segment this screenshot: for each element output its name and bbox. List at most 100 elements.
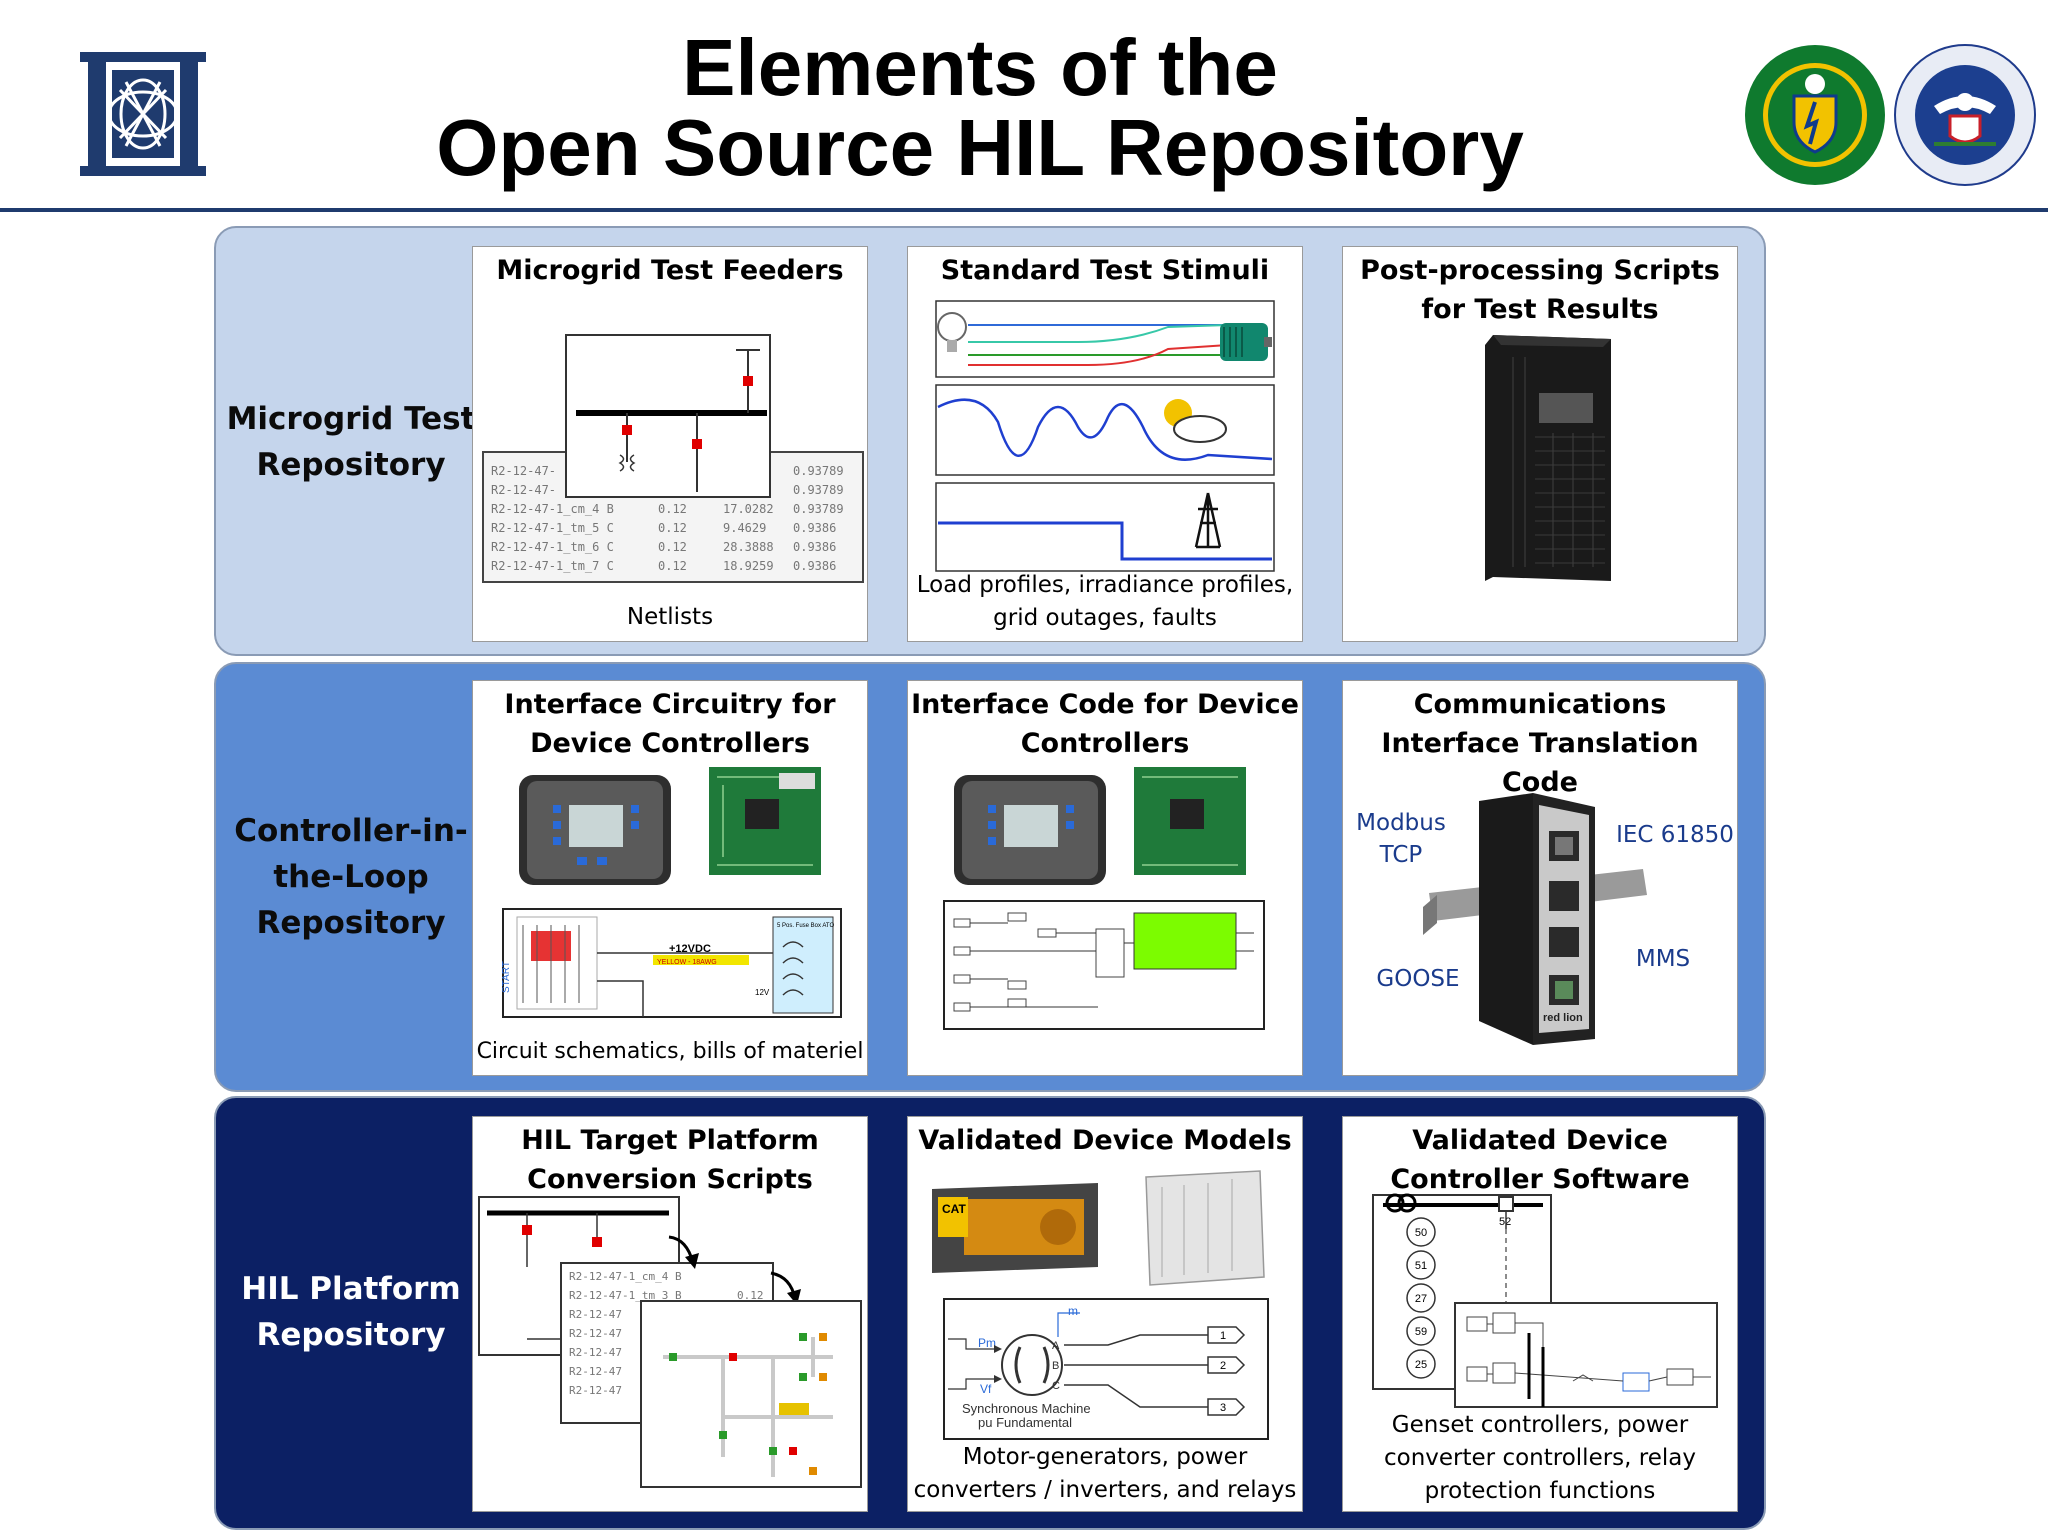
relay-protection-illustration: 52 50 51 27 59 25	[1372, 1193, 1718, 1408]
machine-output-m: m	[1068, 1304, 1078, 1318]
netlist-row-3-c3: 17.0282	[723, 502, 774, 516]
partly-cloudy-icon	[1164, 399, 1227, 443]
conv-netlist-row-2: R2-12-47-1_tm_3 B	[569, 1289, 682, 1302]
card-title: Communications Interface Translation Cod…	[1381, 689, 1699, 798]
card-caption: Netlists	[626, 604, 714, 630]
controller-and-simulink-illustration	[943, 767, 1265, 1030]
netlist-row-4: R2-12-47-1_tm_5 C	[491, 521, 614, 535]
netlist-row-6-c4: 0.9386	[793, 559, 836, 573]
hil-target-platform-card: R2-12-47-1_cm_4 B R2-12-47-1_tm_3 B R2-1…	[472, 1116, 868, 1512]
netlist-row-5: R2-12-47-1_tm_6 C	[491, 540, 614, 554]
inverter-cabinet-icon	[1145, 1170, 1265, 1286]
conversion-flow-illustration: R2-12-47-1_cm_4 B R2-12-47-1_tm_3 B R2-1…	[478, 1196, 862, 1488]
netlist-row-5-c3: 28.3888	[723, 540, 774, 554]
machine-port-1: 1	[1220, 1330, 1226, 1342]
netlist-row-6-c3: 18.9259	[723, 559, 774, 573]
conv-netlist-row-7: R2-12-47	[569, 1384, 622, 1397]
microgrid-test-repository-band: Microgrid Test Repository R2-12-47- 0.93…	[214, 226, 1766, 656]
device-brand-label: red lion	[1543, 1012, 1583, 1024]
validated-device-models-card: CAT Pm Vf m A B C 1 2	[907, 1116, 1303, 1512]
schematic-fuse-box-label: 5 Pos. Fuse Box ATO	[777, 923, 834, 929]
netlist-row-4-c4: 0.9386	[793, 521, 836, 535]
microgrid-test-feeders-card: R2-12-47- 0.93789 R2-12-47- 0.93789 R2-1…	[472, 246, 868, 642]
netlist-row-3: R2-12-47-1_cm_4 B	[491, 502, 614, 516]
circuit-board-icon	[709, 767, 821, 875]
communications-interface-card: red lion Communications Interface Transl…	[1342, 680, 1738, 1076]
netlist-row-5-c2: 0.12	[658, 540, 687, 554]
netlist-row-5-c4: 0.9386	[793, 540, 836, 554]
controller-and-schematic-illustration: START +12VDC YELLOW - 18AWG 5 Pos. Fuse …	[501, 767, 842, 1018]
netlist-row-3-c2: 0.12	[658, 502, 687, 516]
schematic-wire-label: YELLOW - 18AWG	[657, 959, 717, 966]
mms-label: MMS	[1635, 946, 1691, 972]
interface-code-card: Interface Code for Device Controllers	[907, 680, 1303, 1076]
machine-input-pm: Pm	[978, 1336, 996, 1350]
card-title: Standard Test Stimuli	[940, 255, 1270, 286]
card-title: Post-processing Scripts for Test Results	[1360, 255, 1720, 325]
card-caption: Genset controllers, power converter cont…	[1384, 1412, 1696, 1504]
band-label: Microgrid Test Repository	[226, 401, 476, 483]
department-of-energy-seal-icon	[1745, 45, 1885, 185]
netlist-row-1: R2-12-47-	[491, 464, 556, 478]
relay-code-59: 59	[1415, 1326, 1427, 1338]
netlist-row-4-c3: 9.4629	[723, 521, 766, 535]
card-title: HIL Target Platform Conversion Scripts	[521, 1125, 819, 1195]
goose-label: GOOSE	[1376, 966, 1460, 992]
schematic-supply-label: 12V	[755, 988, 770, 997]
relay-code-50: 50	[1415, 1227, 1427, 1239]
breaker-code-label: 52	[1499, 1216, 1511, 1228]
conv-netlist-value: 0.12	[737, 1289, 764, 1302]
machine-phase-a: A	[1052, 1340, 1060, 1352]
conv-netlist-row-1: R2-12-47-1_cm_4 B	[569, 1270, 682, 1283]
circuit-board-icon	[1134, 767, 1246, 875]
controller-panel-icon	[954, 775, 1106, 885]
band-label: Controller-in-the-Loop Repository	[234, 813, 468, 941]
machine-phase-b: B	[1052, 1360, 1059, 1372]
modbus-tcp-label: Modbus TCP	[1356, 810, 1446, 868]
card-caption: Motor-generators, power converters / inv…	[913, 1444, 1297, 1503]
card-caption: Circuit schematics, bills of materiel	[476, 1039, 864, 1064]
relay-code-27: 27	[1415, 1293, 1427, 1305]
conv-netlist-row-5: R2-12-47	[569, 1346, 622, 1359]
controller-in-the-loop-repository-band: Controller-in-the-Loop Repository	[214, 662, 1766, 1092]
transmission-tower-icon	[1194, 492, 1222, 549]
card-title: Validated Device Controller Software	[1390, 1125, 1690, 1195]
page-title: Elements of the Open Source HIL Reposito…	[300, 28, 1660, 188]
interface-circuitry-card: START +12VDC YELLOW - 18AWG 5 Pos. Fuse …	[472, 680, 868, 1076]
netlist-row-6: R2-12-47-1_tm_7 C	[491, 559, 614, 573]
title-line-2: Open Source HIL Repository	[436, 103, 1524, 192]
machine-port-2: 2	[1220, 1360, 1226, 1372]
hil-platform-repository-band: HIL Platform Repository R2-12-47-1_cm_4 …	[214, 1096, 1766, 1530]
post-processing-scripts-card: Post-processing Scripts for Test Results	[1342, 246, 1738, 642]
machine-name-label: Synchronous Machine	[962, 1401, 1091, 1416]
controller-panel-icon	[519, 775, 671, 885]
mit-lincoln-lab-logo-icon	[80, 52, 206, 176]
title-line-1: Elements of the	[682, 23, 1278, 112]
schematic-start-label: START	[501, 961, 512, 993]
department-of-homeland-security-seal-icon	[1894, 44, 2036, 186]
card-title: Validated Device Models	[918, 1125, 1292, 1156]
card-caption: Load profiles, irradiance profiles, grid…	[916, 572, 1294, 631]
relay-code-51: 51	[1415, 1260, 1427, 1272]
netlist-row-2: R2-12-47-	[491, 483, 556, 497]
stimuli-plots-illustration	[935, 300, 1275, 572]
netlist-row-2-value: 0.93789	[793, 483, 844, 497]
conv-netlist-row-3: R2-12-47	[569, 1308, 622, 1321]
band-label: HIL Platform Repository	[241, 1271, 461, 1353]
card-title: Interface Circuitry for Device Controlle…	[504, 689, 836, 759]
netlist-row-3-c4: 0.93789	[793, 502, 844, 516]
machine-input-vf: Vf	[980, 1382, 992, 1396]
header-divider	[0, 208, 2048, 212]
protocol-gateway-device-icon: red lion	[1423, 793, 1647, 1045]
server-rack-icon	[1485, 335, 1611, 581]
relay-code-25: 25	[1415, 1359, 1427, 1371]
light-bulb-icon	[937, 312, 967, 342]
card-title: Microgrid Test Feeders	[496, 255, 844, 286]
netlist-row-4-c2: 0.12	[658, 521, 687, 535]
device-models-illustration: CAT Pm Vf m A B C 1 2	[932, 1170, 1269, 1440]
netlist-row-6-c2: 0.12	[658, 559, 687, 573]
genset-brand-label: CAT	[942, 1202, 966, 1216]
iec-61850-label: IEC 61850	[1616, 822, 1734, 848]
conv-netlist-row-6: R2-12-47	[569, 1365, 622, 1378]
card-title: Interface Code for Device Controllers	[911, 689, 1299, 759]
